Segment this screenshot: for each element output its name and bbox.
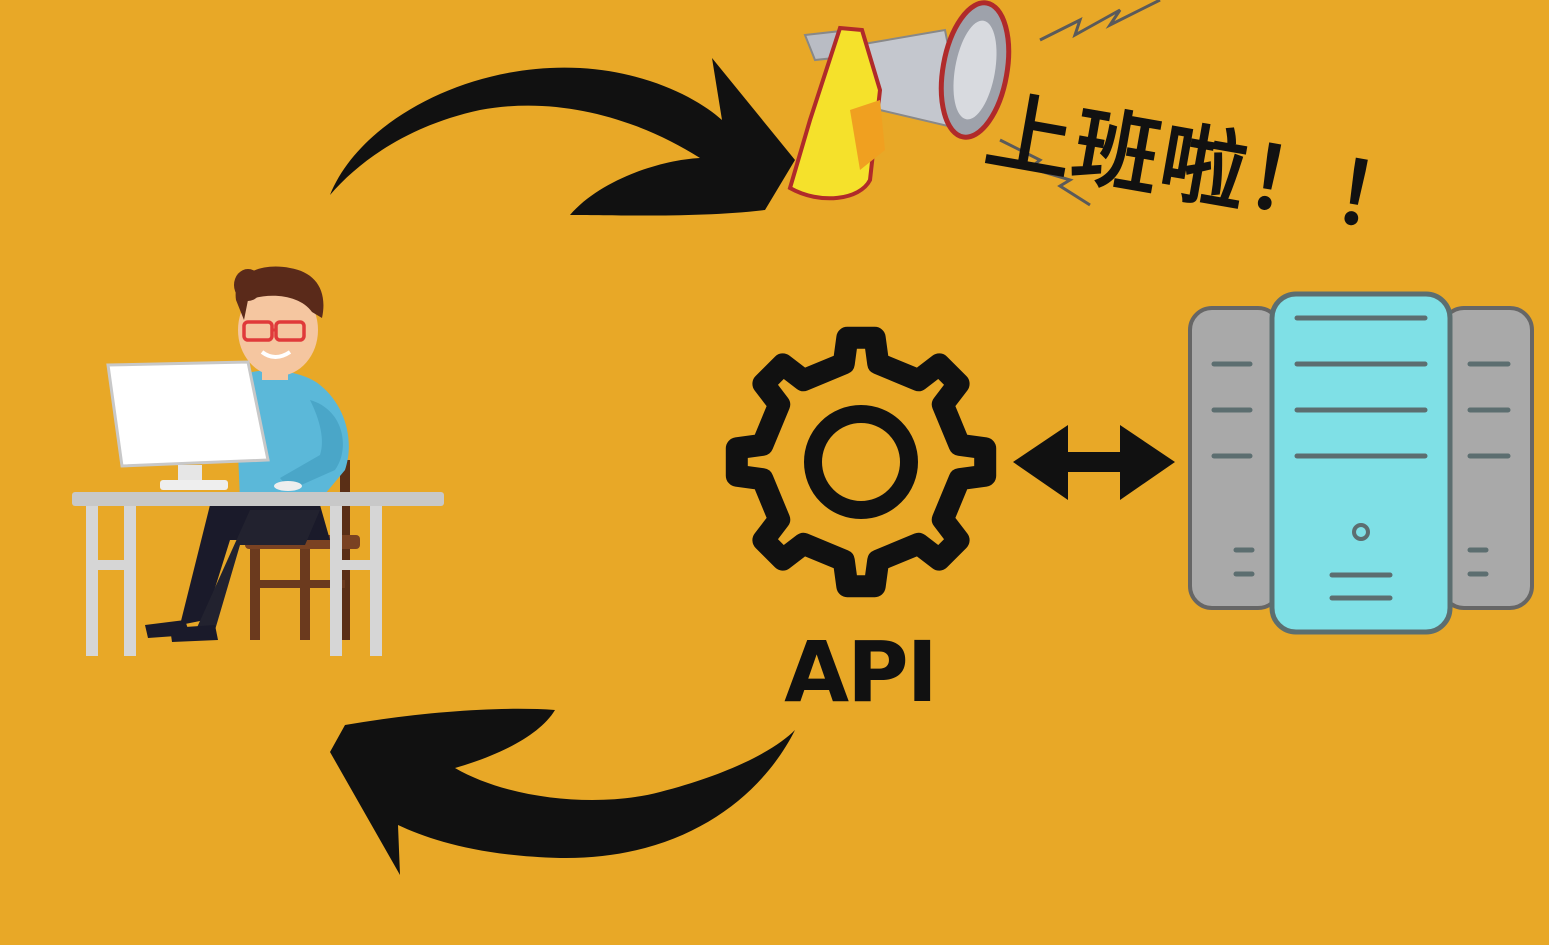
shout-spark-icon — [999, 0, 1161, 207]
api-label: API — [784, 623, 938, 721]
developer-at-desk-icon — [72, 266, 444, 656]
megaphone-icon — [787, 0, 1012, 201]
curved-arrow-bottom-icon — [330, 708, 795, 875]
server-icon — [1188, 291, 1534, 635]
curved-arrow-top-icon — [330, 58, 795, 216]
gear-icon — [725, 326, 997, 598]
double-arrow-icon — [1013, 425, 1175, 500]
